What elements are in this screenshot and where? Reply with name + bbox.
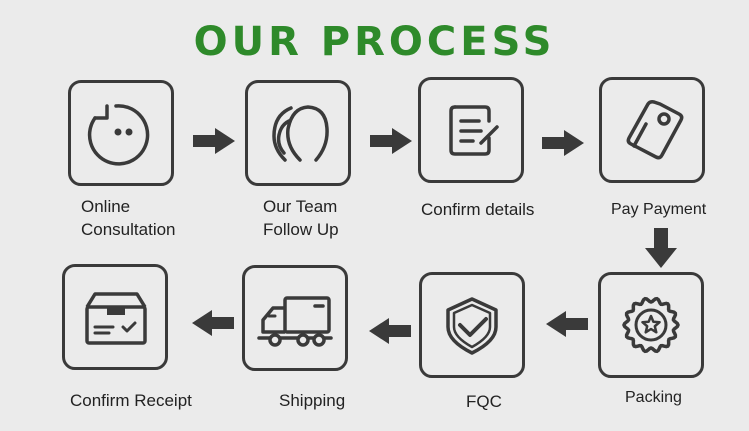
step-label-confirm-details: Confirm details [421,198,534,221]
step-fqc [419,272,525,378]
step-label-packing: Packing [625,386,682,409]
step-label-line: Shipping [279,391,346,410]
step-label-line: Pay Payment [611,201,707,218]
shield-check-icon [446,297,498,355]
step-label-line: Follow Up [263,220,339,239]
step-label-line: Packing [625,389,682,406]
arrow-right-icon [370,128,412,154]
step-box [599,77,705,183]
step-label-shipping: Shipping [279,389,345,412]
step-box [598,272,704,378]
step-pay-payment [599,77,705,183]
chat-bubble-icon [87,104,150,166]
step-label-our-team-follow-up: Our Team Follow Up [263,195,339,241]
step-confirm-receipt [62,264,168,370]
badge-star-icon [622,296,680,354]
step-label-line: Confirm Receipt [70,391,192,410]
step-box [242,265,348,371]
step-label-line: Our Team [263,197,338,216]
step-label-line: Online [81,197,131,216]
team-heads-icon [272,105,329,162]
step-label-pay-payment: Pay Payment [611,198,706,221]
step-our-team-follow-up [245,80,351,186]
package-box-icon [85,292,147,345]
step-box [62,264,168,370]
step-label-line: FQC [466,392,502,411]
step-shipping [242,265,348,371]
step-label-fqc: FQC [466,390,502,413]
step-box [68,80,174,186]
step-confirm-details [418,77,524,183]
arrow-down-icon [645,228,677,268]
step-box [418,77,524,183]
arrow-left-icon [546,311,588,337]
step-label-line: Consultation [81,220,176,239]
delivery-truck-icon [257,296,333,347]
page-title: OUR PROCESS [193,19,556,65]
step-box [245,80,351,186]
step-label-line: Confirm details [421,200,535,219]
arrow-left-icon [369,318,411,344]
arrow-right-icon [193,128,235,154]
document-edit-icon [449,105,499,156]
arrow-right-icon [542,130,584,156]
step-label-confirm-receipt: Confirm Receipt [70,389,192,412]
step-packing [598,272,704,378]
price-tag-icon [626,100,684,160]
step-box [419,272,525,378]
step-label-online-consultation: Online Consultation [81,195,176,241]
step-online-consultation [68,80,174,186]
arrow-left-icon [192,310,234,336]
